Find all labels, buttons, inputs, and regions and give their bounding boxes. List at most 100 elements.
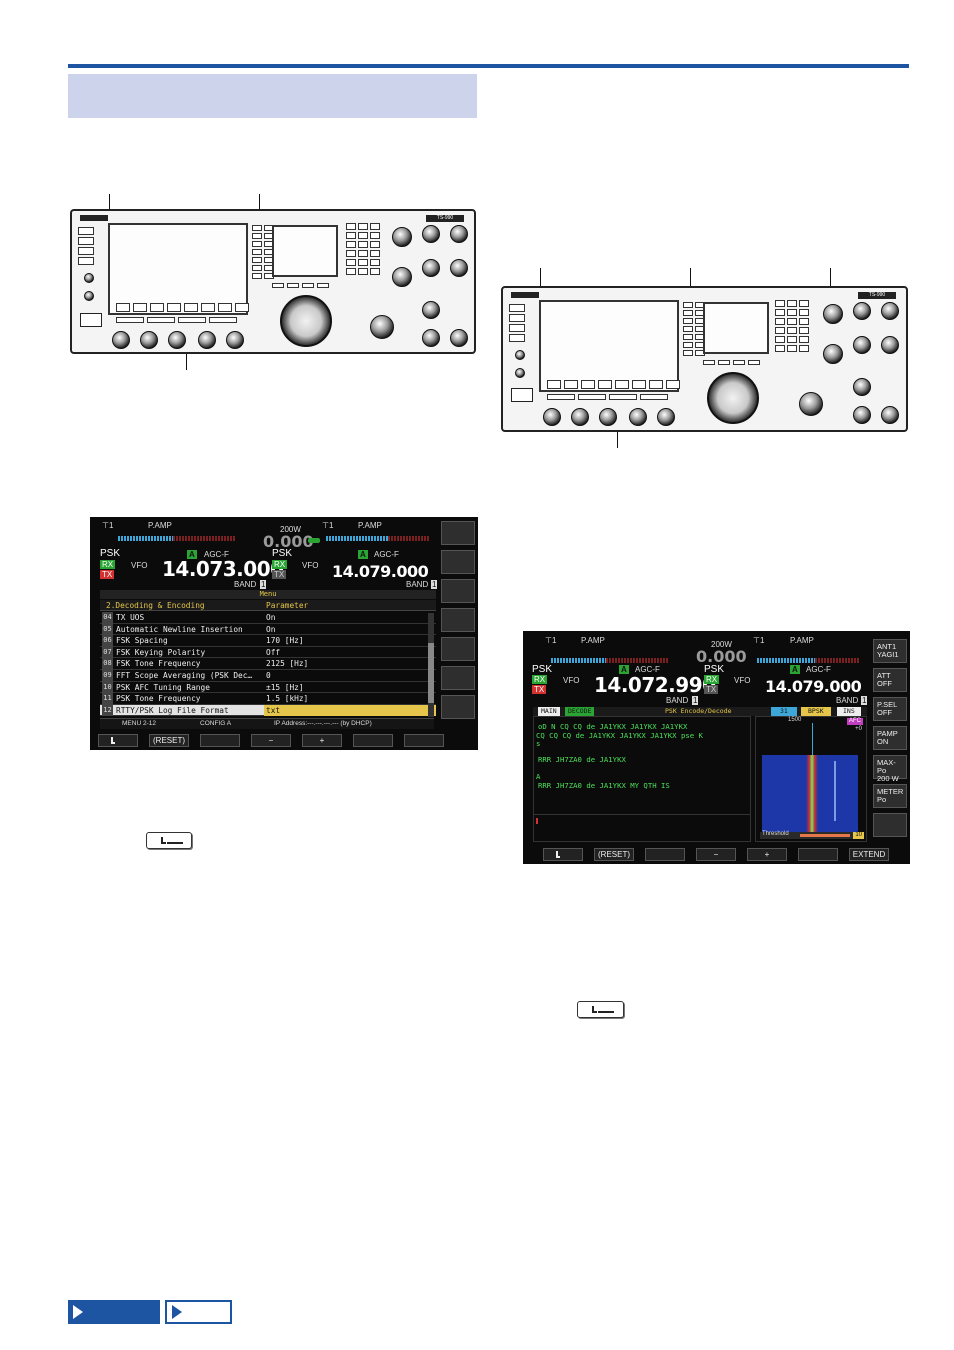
mode-key[interactable] [718, 360, 730, 365]
panel-button[interactable] [252, 273, 262, 279]
function-key[interactable] [632, 380, 646, 389]
lower-key[interactable] [147, 317, 175, 323]
control-knob[interactable] [450, 329, 468, 347]
control-knob[interactable] [853, 406, 871, 424]
menu-scrollbar[interactable] [428, 613, 434, 717]
panel-button[interactable] [683, 326, 693, 332]
panel-button[interactable] [370, 250, 380, 257]
panel-button[interactable] [509, 324, 525, 332]
control-knob[interactable] [629, 408, 647, 426]
panel-button[interactable] [358, 250, 368, 257]
panel-button[interactable] [799, 300, 809, 307]
function-key[interactable] [184, 303, 198, 312]
panel-button[interactable] [787, 318, 797, 325]
nav-button-secondary[interactable] [165, 1300, 232, 1324]
return-key[interactable] [543, 848, 583, 861]
decode-text-area[interactable]: oD N CQ CQ de JA1YKX JA1YKX JA1YKX CQ CQ… [533, 716, 751, 842]
panel-button[interactable] [252, 249, 262, 255]
panel-button[interactable] [358, 223, 368, 230]
control-knob[interactable] [168, 331, 186, 349]
panel-button[interactable] [370, 268, 380, 275]
mode-key[interactable] [748, 360, 760, 365]
panel-button[interactable] [78, 247, 94, 255]
function-key[interactable] [167, 303, 181, 312]
panel-button[interactable] [775, 336, 785, 343]
side-key[interactable] [441, 666, 475, 690]
control-knob[interactable] [392, 267, 412, 287]
soft-key-empty[interactable] [404, 734, 444, 747]
soft-key-empty[interactable] [353, 734, 393, 747]
lower-key[interactable] [547, 394, 575, 400]
panel-button[interactable] [346, 259, 356, 266]
function-key[interactable] [598, 380, 612, 389]
reset-key[interactable]: (RESET) [594, 848, 634, 861]
panel-button[interactable] [775, 345, 785, 352]
function-key[interactable] [133, 303, 147, 312]
function-key[interactable] [564, 380, 578, 389]
panel-button[interactable] [252, 265, 262, 271]
small-knob[interactable] [515, 350, 525, 360]
highlighted-control-knob[interactable] [823, 344, 843, 364]
panel-button[interactable] [370, 223, 380, 230]
control-knob[interactable] [881, 302, 899, 320]
panel-button[interactable] [346, 232, 356, 239]
control-knob[interactable] [450, 259, 468, 277]
extend-key[interactable]: EXTEND [849, 848, 889, 861]
nav-button-primary[interactable] [68, 1300, 160, 1324]
panel-button[interactable] [799, 309, 809, 316]
main-tuning-dial[interactable] [707, 372, 759, 424]
panel-button[interactable] [78, 237, 94, 245]
side-key[interactable] [441, 550, 475, 574]
control-knob[interactable] [422, 225, 440, 243]
panel-button[interactable] [799, 345, 809, 352]
small-knob[interactable] [84, 273, 94, 283]
waterfall-scope[interactable]: 1500 AFC +0 Threshold 10 [755, 716, 867, 842]
side-key-empty[interactable] [873, 813, 907, 837]
panel-button[interactable] [787, 336, 797, 343]
function-key[interactable] [666, 380, 680, 389]
lower-key[interactable] [609, 394, 637, 400]
tab-decode[interactable]: DECODE [565, 707, 595, 716]
panel-button[interactable] [252, 257, 262, 263]
panel-button[interactable] [775, 318, 785, 325]
scroll-thumb[interactable] [428, 643, 434, 703]
panel-button[interactable] [787, 345, 797, 352]
panel-button[interactable] [370, 241, 380, 248]
function-key[interactable] [116, 303, 130, 312]
multi-control-knob[interactable] [370, 315, 394, 339]
control-knob[interactable] [571, 408, 589, 426]
panel-button[interactable] [370, 259, 380, 266]
function-key[interactable] [547, 380, 561, 389]
panel-button[interactable] [775, 309, 785, 316]
control-knob[interactable] [112, 331, 130, 349]
panel-button[interactable] [683, 310, 693, 316]
panel-button[interactable] [370, 232, 380, 239]
control-knob[interactable] [853, 302, 871, 320]
control-knob[interactable] [226, 331, 244, 349]
soft-key-empty[interactable] [645, 848, 685, 861]
mode-key[interactable] [317, 283, 329, 288]
multi-control-knob[interactable] [799, 392, 823, 416]
mode-key[interactable] [733, 360, 745, 365]
control-knob[interactable] [140, 331, 158, 349]
panel-button[interactable] [358, 241, 368, 248]
side-key[interactable] [441, 695, 475, 719]
control-knob[interactable] [853, 336, 871, 354]
panel-button[interactable] [799, 327, 809, 334]
control-knob[interactable] [422, 259, 440, 277]
panel-button[interactable] [775, 327, 785, 334]
panel-button[interactable] [252, 241, 262, 247]
control-knob[interactable] [881, 406, 899, 424]
function-key[interactable] [201, 303, 215, 312]
control-knob[interactable] [543, 408, 561, 426]
panel-button[interactable] [787, 309, 797, 316]
panel-button[interactable] [358, 259, 368, 266]
lower-key[interactable] [209, 317, 237, 323]
